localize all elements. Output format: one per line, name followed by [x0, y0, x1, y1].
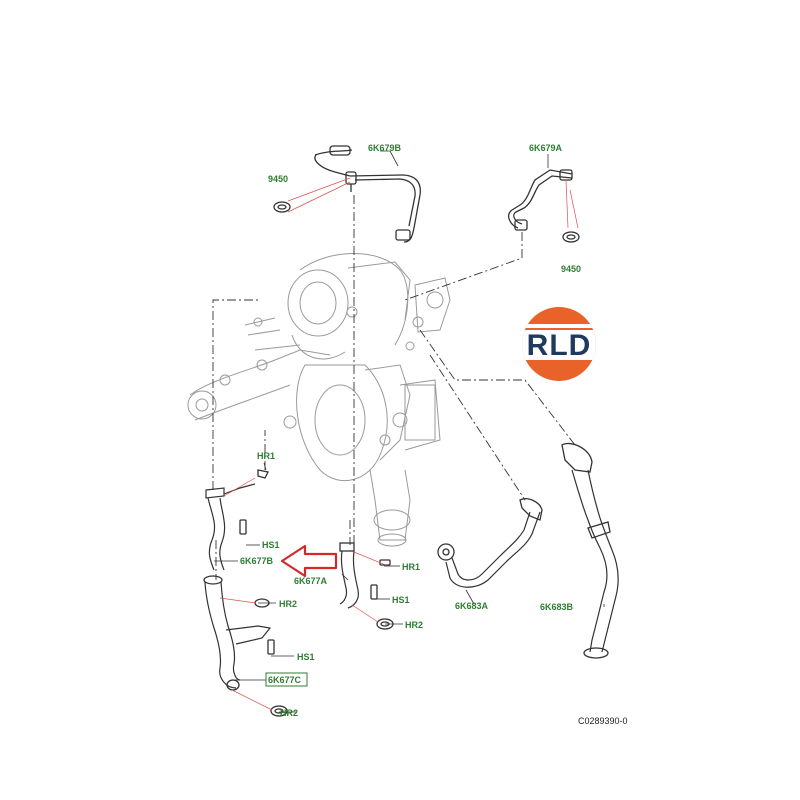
washer-right-leader	[565, 179, 579, 229]
oil-feed-pipe-6k679a	[508, 169, 573, 231]
turbocharger-assembly	[187, 253, 451, 547]
label-9450-left: 9450	[268, 174, 288, 184]
label-6k679a: 6K679A	[529, 143, 563, 153]
coolant-hose-6k683a	[437, 498, 543, 588]
washer-right-9450	[562, 231, 580, 243]
seal-hr1-left	[257, 469, 269, 479]
label-hs1-left: HS1	[262, 540, 280, 550]
highlight-arrow	[280, 544, 338, 578]
label-6k683b: 6K683B	[540, 602, 574, 612]
label-hs1-middle: HS1	[392, 595, 410, 605]
label-6k677c: 6K677C	[268, 675, 302, 685]
reference-code: C0289390-0	[578, 716, 628, 726]
label-6k677a: 6K677A	[294, 576, 328, 586]
label-6k683a: 6K683A	[455, 601, 489, 611]
assembly-guide-lines	[212, 195, 576, 580]
coolant-hose-6k683b	[561, 442, 619, 659]
rld-logo-text: RLD	[527, 329, 592, 362]
return-hose-6k677c	[203, 575, 275, 691]
rld-logo: RLD	[522, 307, 596, 381]
label-hr2-middle: HR2	[405, 620, 423, 630]
part-labels: 6K679B 6K679A 9450 9450 HR1 HS1 6K677B H…	[240, 143, 628, 726]
label-9450-right: 9450	[561, 264, 581, 274]
highlight-box-6k677c	[265, 672, 308, 687]
label-6k679b: 6K679B	[368, 143, 402, 153]
washer-left-9450	[273, 201, 291, 213]
seal-leaders	[219, 477, 389, 711]
label-hs1-lower: HS1	[297, 652, 315, 662]
oil-feed-pipe-6k679b	[314, 145, 421, 243]
seal-hr2-left-lower	[270, 705, 288, 717]
callout-leaders	[214, 150, 605, 713]
return-hose-6k677b	[205, 483, 256, 571]
label-6k677b: 6K677B	[240, 556, 274, 566]
label-hr2-left-upper: HR2	[279, 599, 297, 609]
return-hose-6k677a	[339, 542, 391, 609]
label-hr1-left: HR1	[257, 451, 275, 461]
label-hr2-left-lower: HR2	[280, 708, 298, 718]
washer-left-leader	[287, 177, 351, 213]
label-hr1-middle: HR1	[402, 562, 420, 572]
